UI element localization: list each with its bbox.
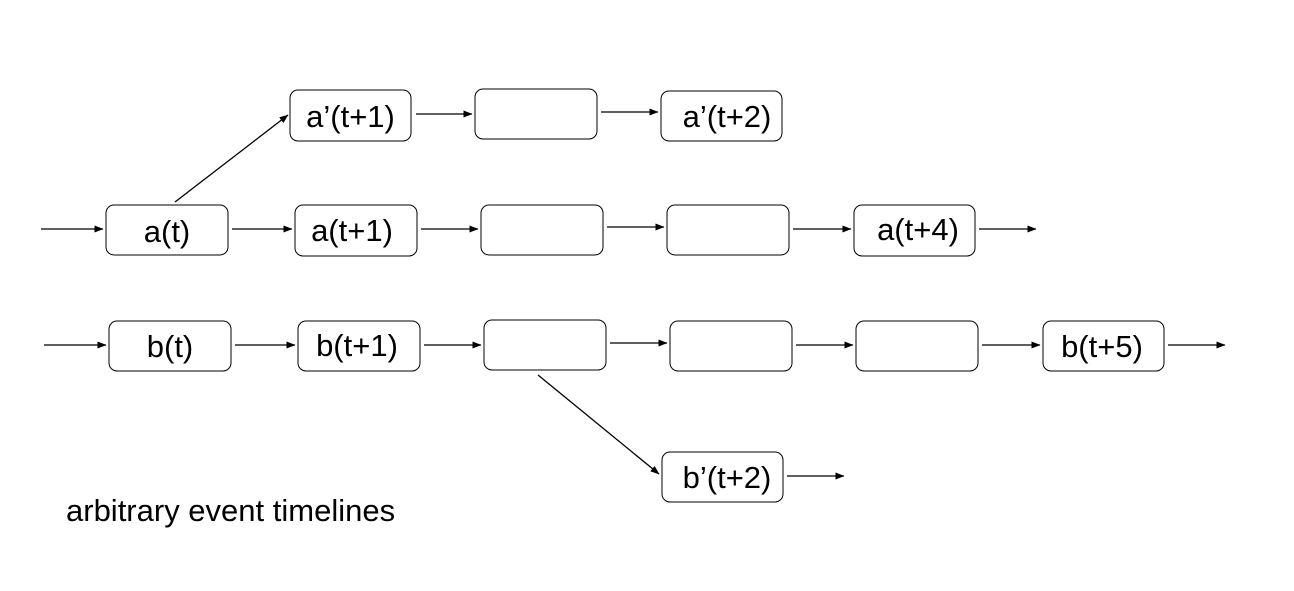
node-a-t4: a(t+4): [853, 204, 976, 257]
node-a-t1: a(t+1): [294, 204, 418, 257]
node-b-t1-label: b(t+1): [316, 328, 398, 363]
node-b-empty-3: [855, 320, 979, 372]
node-a-prime-t1-label: a’(t+1): [306, 99, 395, 134]
node-b-prime-t2: b’(t+2): [661, 451, 784, 503]
arrow-b-empty-1-to-b-prime-t2: [537, 374, 660, 475]
node-b-t: b(t): [108, 320, 232, 372]
node-b-empty-2: [669, 320, 793, 372]
node-b-empty-1: [483, 319, 607, 371]
node-a-empty-1: [480, 204, 604, 256]
node-a-t-label: a(t): [144, 214, 191, 249]
node-a-prime-t2-label: a’(t+2): [683, 99, 772, 134]
diagram-caption: arbitrary event timelines: [66, 493, 395, 528]
node-a-prime-t2: a’(t+2): [660, 90, 783, 142]
node-a-empty-2: [666, 204, 790, 256]
node-a-prime-t1: a’(t+1): [289, 89, 412, 142]
node-a-t1-label: a(t+1): [311, 213, 393, 248]
node-a-t: a(t): [105, 204, 229, 256]
node-b-prime-t2-label: b’(t+2): [683, 460, 772, 495]
node-b-t5-label: b(t+5): [1061, 329, 1143, 364]
arrow-a-t-to-a-prime-t1: [174, 114, 289, 203]
node-b-t-label: b(t): [147, 329, 194, 364]
node-b-t5: b(t+5): [1042, 320, 1165, 372]
node-a-t4-label: a(t+4): [877, 212, 959, 247]
node-b-t1: b(t+1): [297, 320, 421, 372]
node-a-prime-empty: [474, 88, 598, 140]
